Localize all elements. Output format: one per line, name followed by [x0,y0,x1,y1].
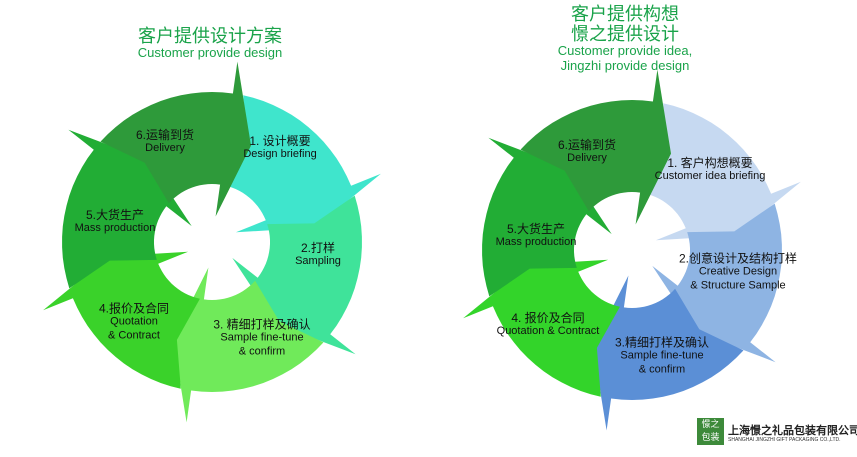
step-label-zh: 3.精细打样及确认 [614,335,710,350]
step-label-en: Sample fine-tune & confirm [220,332,304,358]
left-heading: 客户提供设计方案 Customer provide design [95,26,325,61]
step-arrow-2 [652,203,782,363]
step-label-zh: 2.创意设计及结构打样 [678,251,798,266]
step-label-en: Delivery [567,152,607,165]
logo-mark: 憬之 包装 [697,418,724,445]
step-label-zh: 1. 客户构想概要 [667,156,753,171]
step-label-en: Quotation & Contract [108,316,160,342]
step-arrow-3 [173,267,324,423]
right-heading-zh: 客户提供构想 憬之提供设计 [571,4,679,45]
step-arrow-4 [463,259,620,397]
step-label-zh: 2.打样 [300,241,336,256]
step-arrow-3 [593,275,744,431]
step-arrow-5 [62,129,192,289]
step-label-zh: 5.大货生产 [506,222,565,237]
left-process-wheel [43,61,381,423]
step-arrow-1 [224,95,381,233]
step-label-zh: 4.报价及合同 [98,301,170,316]
step-label-zh: 3. 精细打样及确认 [213,317,311,332]
company-name-en: SHANGHAI JINGZHI GIFT PACKAGING CO.,LTD. [728,437,841,443]
step-label-zh: 5.大货生产 [85,208,144,223]
step-label-en: Mass production [74,222,156,235]
step-label-en: Quotation & Contract [496,325,600,338]
right-heading-en: Customer provide idea, Jingzhi provide d… [557,43,693,73]
step-label-en: Mass production [495,236,577,249]
step-arrow-6 [520,69,671,225]
step-label-en: Sampling [295,255,341,268]
step-label-zh: 6.运输到货 [135,128,195,143]
step-arrow-1 [644,103,801,241]
right-process-wheel [463,69,801,431]
step-arrow-2 [232,195,362,355]
company-logo: 憬之 包装 上海憬之礼品包装有限公司 SHANGHAI JINGZHI GIFT… [697,418,857,448]
step-label-zh: 1. 设计概要 [249,134,311,149]
step-label-en: Creative Design & Structure Sample [690,266,786,292]
step-label-en: Design briefing [243,148,317,161]
step-label-en: Sample fine-tune & confirm [620,350,704,376]
left-heading-zh: 客户提供设计方案 [138,26,282,46]
step-arrow-4 [43,251,200,389]
step-arrow-5 [482,137,612,297]
step-arrow-6 [100,61,251,217]
step-label-en: Customer idea briefing [654,170,766,183]
left-heading-en: Customer provide design [137,45,283,61]
step-label-zh: 6.运输到货 [557,138,617,153]
company-name: 上海憬之礼品包装有限公司 [728,425,857,437]
step-label-zh: 4. 报价及合同 [511,311,585,326]
right-heading: 客户提供构想 憬之提供设计 Customer provide idea, Jin… [520,4,730,73]
step-label-en: Delivery [145,142,185,155]
